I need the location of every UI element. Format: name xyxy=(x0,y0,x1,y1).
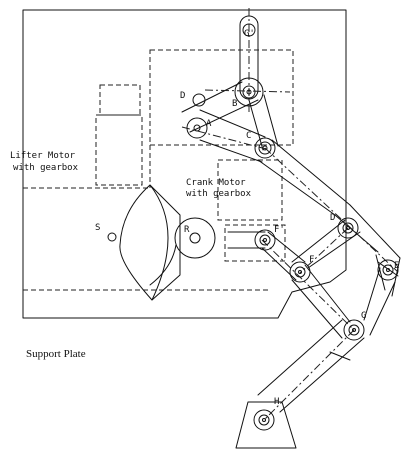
sector-plate xyxy=(107,184,181,301)
support-plate-label: Support Plate xyxy=(26,348,86,360)
joint-d xyxy=(337,217,359,239)
point-label-f-prime: F' xyxy=(274,225,285,235)
point-label-d-small: D xyxy=(180,91,185,101)
upper-mount-block xyxy=(149,49,294,146)
joint-d-small xyxy=(192,93,206,107)
point-label-d: D xyxy=(330,213,335,223)
crank-motor-label-1: Crank Motor xyxy=(186,178,246,188)
point-label-h: H xyxy=(274,397,279,407)
joint-h xyxy=(253,409,275,431)
point-label-b: B xyxy=(232,99,237,109)
point-label-c: C xyxy=(246,131,251,141)
joint-a xyxy=(186,117,208,139)
point-label-g: G xyxy=(361,311,366,321)
point-label-s: S xyxy=(95,223,100,233)
point-label-e: E xyxy=(394,261,399,271)
main-arms xyxy=(227,139,401,339)
crank-disc xyxy=(149,217,216,286)
joint-f xyxy=(289,261,311,283)
joint-g-prime xyxy=(242,23,256,37)
lower-housing xyxy=(23,145,286,291)
point-label-f: F xyxy=(309,255,314,265)
joint-b xyxy=(234,77,264,107)
point-label-r: R xyxy=(184,225,190,235)
point-label-a: A xyxy=(206,119,212,129)
support-plate xyxy=(22,9,347,319)
joint-c xyxy=(254,137,276,159)
foot xyxy=(235,401,297,449)
joint-e xyxy=(377,259,399,281)
crank-motor-label-2: with gearbox xyxy=(186,189,252,199)
point-label-g-prime: G' xyxy=(244,29,255,39)
lifter-motor xyxy=(95,84,143,186)
upper-linkage xyxy=(181,77,291,163)
lifter-motor-label-1: Lifter Motor xyxy=(10,151,76,161)
joint-g xyxy=(343,319,365,341)
lifter-motor-label-2: with gearbox xyxy=(13,163,79,173)
joint-f-prime xyxy=(254,229,276,251)
top-slot xyxy=(239,8,259,112)
pivot-s xyxy=(107,232,117,242)
lower-arm xyxy=(235,319,365,449)
